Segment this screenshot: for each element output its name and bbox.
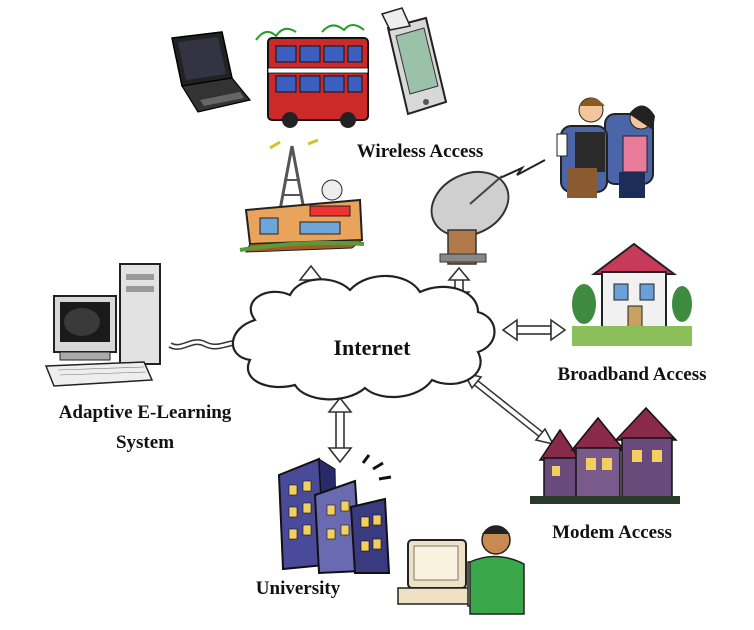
arrow-internet-university: [327, 396, 353, 464]
university-label: University: [256, 578, 341, 599]
modem-access-label: Modem Access: [552, 522, 672, 543]
internet-cloud: Internet: [231, 274, 496, 401]
passengers-icon: [556, 97, 655, 198]
house-icon: [572, 242, 692, 346]
elearning-label-line1: Adaptive E-Learning: [59, 402, 232, 423]
broadband-access-group: Broadband Access: [557, 242, 707, 385]
arrow-internet-modem: [462, 371, 555, 446]
radio-station-icon: [239, 138, 365, 253]
row-houses-icon: [530, 406, 680, 504]
arrow-internet-broadband: [501, 318, 567, 342]
wireless-access-label: Wireless Access: [357, 141, 483, 162]
laptop-icon: [171, 31, 252, 113]
student-at-computer-icon: [397, 525, 525, 615]
elearning-system-group: Adaptive E-Learning System: [44, 263, 232, 453]
wireless-access-group: Wireless Access: [171, 7, 655, 265]
elearning-label-line2: System: [116, 432, 174, 453]
broadband-access-label: Broadband Access: [557, 364, 706, 385]
wireless-signal-icon: [499, 159, 546, 179]
university-group: University: [256, 454, 525, 615]
modem-access-group: Modem Access: [530, 406, 680, 543]
pda-icon: [380, 7, 448, 116]
internet-label: Internet: [334, 335, 412, 360]
desktop-computer-icon: [44, 263, 161, 387]
office-buildings-icon: [277, 454, 392, 575]
bus-icon: [255, 24, 369, 128]
satellite-dish-icon: [430, 170, 510, 265]
